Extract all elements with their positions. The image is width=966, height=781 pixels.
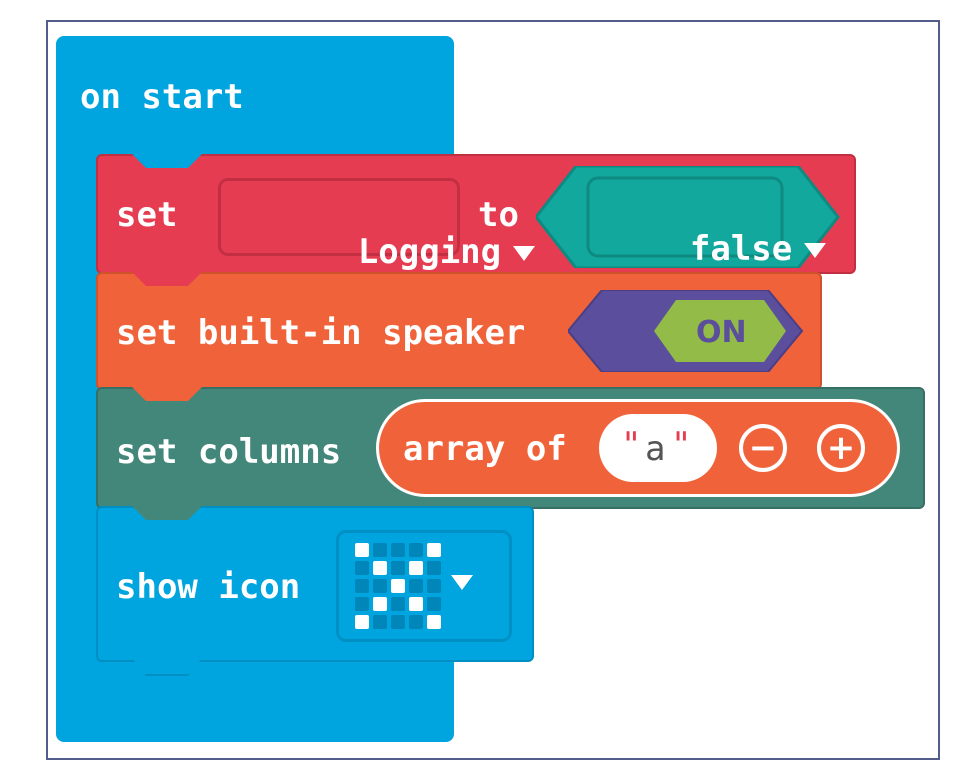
boolean-value-shape[interactable] xyxy=(536,166,840,268)
workspace-frame xyxy=(46,20,940,760)
led-off xyxy=(373,615,387,629)
block-notch xyxy=(132,387,202,401)
led-off xyxy=(355,561,369,575)
led-off xyxy=(373,543,387,557)
variable-name: Logging xyxy=(357,232,502,272)
string-value: a xyxy=(645,429,666,469)
array-of-label: array of xyxy=(403,429,567,469)
led-on xyxy=(355,615,369,629)
show-icon-block[interactable]: show icon xyxy=(96,506,534,676)
boolean-value: false xyxy=(689,229,793,269)
led-on xyxy=(427,543,441,557)
set-columns-block[interactable]: set columns array of " a " − + xyxy=(96,387,925,509)
led-off xyxy=(427,597,441,611)
led-off xyxy=(391,561,405,575)
speaker-toggle[interactable] xyxy=(568,290,804,372)
icon-preview-grid xyxy=(355,543,445,633)
led-off xyxy=(409,615,423,629)
led-off xyxy=(391,543,405,557)
led-on xyxy=(373,597,387,611)
led-off xyxy=(427,561,441,575)
plus-circle-icon[interactable]: + xyxy=(817,424,865,472)
speaker-label: set built-in speaker xyxy=(116,313,526,353)
led-off xyxy=(355,597,369,611)
minus-circle-icon[interactable]: − xyxy=(739,424,787,472)
toggle-on-label: ON xyxy=(696,315,747,350)
caret-down-icon xyxy=(804,243,827,258)
led-off xyxy=(409,579,423,593)
quote-close: " xyxy=(671,425,692,465)
block-notch xyxy=(132,272,202,286)
set-columns-label: set columns xyxy=(116,432,342,472)
led-on xyxy=(427,615,441,629)
array-of-block[interactable]: array of " a " − + xyxy=(376,399,900,497)
show-icon-label: show icon xyxy=(116,567,301,607)
variable-dropdown[interactable]: Logging xyxy=(218,178,536,269)
string-input[interactable]: " a " xyxy=(599,414,717,482)
led-on xyxy=(391,579,405,593)
led-off xyxy=(391,597,405,611)
led-on xyxy=(355,543,369,557)
set-variable-block[interactable]: set Logging to false xyxy=(96,154,856,274)
block-tab xyxy=(132,658,202,676)
plus-glyph: + xyxy=(826,428,856,468)
set-speaker-block[interactable]: set built-in speaker ON xyxy=(96,272,822,390)
led-on xyxy=(409,597,423,611)
led-off xyxy=(391,615,405,629)
boolean-dropdown[interactable]: false xyxy=(608,198,827,300)
led-off xyxy=(427,579,441,593)
minus-glyph: − xyxy=(748,428,778,468)
block-notch xyxy=(132,154,202,168)
quote-open: " xyxy=(621,425,642,465)
led-off xyxy=(373,579,387,593)
led-off xyxy=(355,579,369,593)
led-on xyxy=(409,561,423,575)
icon-dropdown[interactable] xyxy=(336,530,512,642)
led-on xyxy=(373,561,387,575)
block-notch xyxy=(132,506,202,520)
led-off xyxy=(409,543,423,557)
caret-down-icon xyxy=(451,575,473,590)
set-label: set xyxy=(116,195,178,235)
on-start-label: on start xyxy=(80,77,244,117)
to-label: to xyxy=(478,195,519,235)
caret-down-icon xyxy=(513,246,536,261)
